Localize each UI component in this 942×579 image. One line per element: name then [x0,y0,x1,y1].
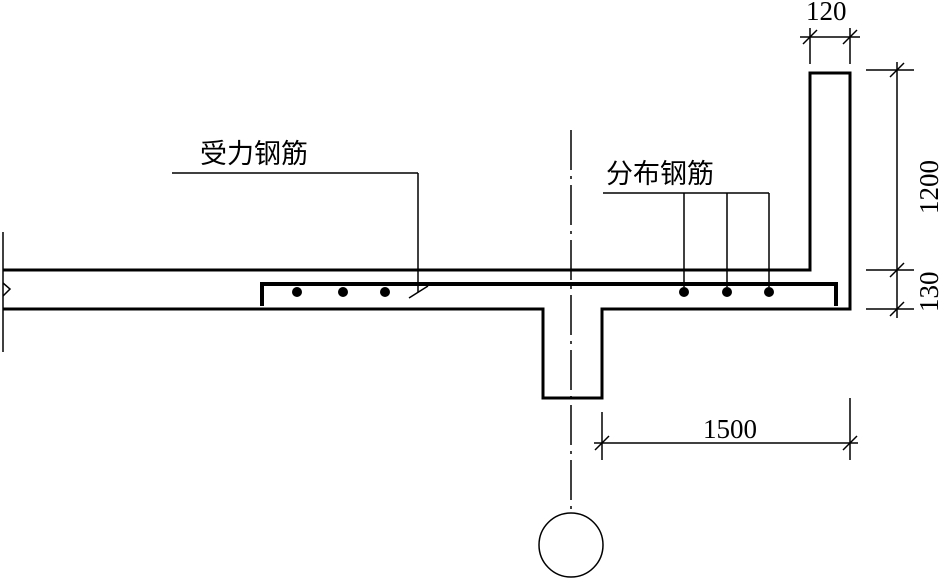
dim-overhang-length-text: 1500 [703,414,757,444]
rebar-dot [292,287,302,297]
break-line [2,232,12,352]
dim-overhang-length [594,398,858,460]
top-rebar [260,282,838,306]
dim-slab-thickness-text: 130 [914,272,942,313]
distribution-rebar-dots [679,287,774,297]
rebar-dot [722,287,732,297]
dim-vertical-chain [866,62,914,318]
concrete-outline [3,71,852,400]
dim-parapet-thickness [800,28,860,64]
main-rebar-label: 受力钢筋 [200,139,308,170]
main-rebar-dots [292,287,390,297]
distribution-rebar-leader [603,192,770,287]
distribution-rebar-label: 分布钢筋 [606,159,714,190]
dim-parapet-thickness-text: 120 [806,0,847,26]
rebar-dot [380,287,390,297]
rebar-dot [338,287,348,297]
axis-bubble [538,512,604,578]
dim-parapet-height-text: 1200 [914,160,942,214]
rebar-dot [679,287,689,297]
main-rebar-leader [172,172,429,299]
rebar-dot [764,287,774,297]
